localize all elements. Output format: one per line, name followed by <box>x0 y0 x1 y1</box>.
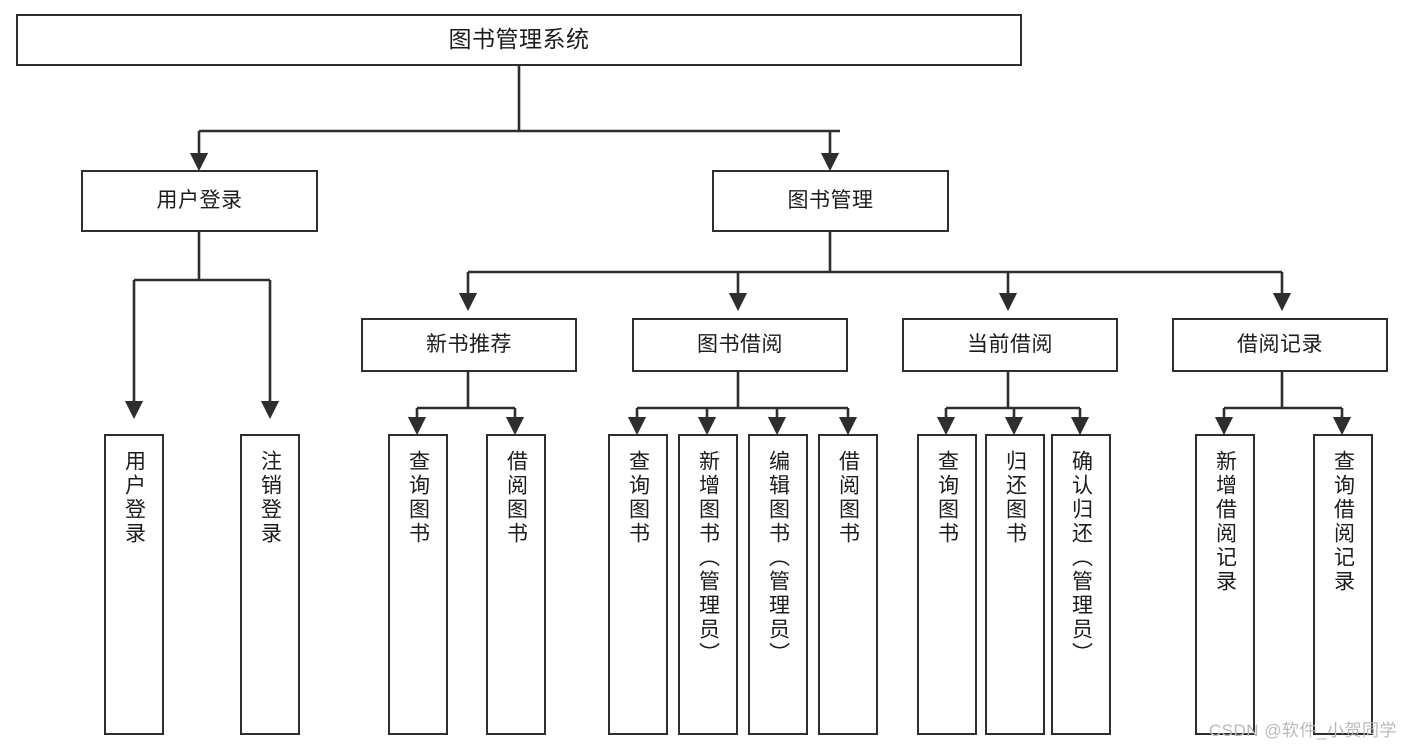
node-leaf-query-book-2-label: 查询图书 <box>626 450 650 546</box>
node-leaf-add-record-label: 新增借阅记录 <box>1213 450 1237 594</box>
node-user-login[interactable]: 用户登录 <box>81 170 318 232</box>
node-current-borrow-label: 当前借阅 <box>967 332 1053 356</box>
node-leaf-confirm-return-label: 确认归还（管理员） <box>1069 450 1093 666</box>
node-leaf-borrow-book-2[interactable]: 借阅图书 <box>818 434 878 735</box>
node-leaf-edit-book[interactable]: 编辑图书（管理员） <box>748 434 808 735</box>
node-current-borrow[interactable]: 当前借阅 <box>902 318 1118 372</box>
node-book-management[interactable]: 图书管理 <box>712 170 949 232</box>
node-leaf-query-book-1[interactable]: 查询图书 <box>388 434 448 735</box>
node-book-borrow[interactable]: 图书借阅 <box>632 318 848 372</box>
node-new-book-recommend-label: 新书推荐 <box>426 332 512 356</box>
node-leaf-add-book[interactable]: 新增图书（管理员） <box>678 434 738 735</box>
node-leaf-user-login-label: 用户登录 <box>122 450 146 546</box>
node-leaf-user-logout-label: 注销登录 <box>258 450 282 546</box>
node-new-book-recommend[interactable]: 新书推荐 <box>361 318 577 372</box>
node-root-label: 图书管理系统 <box>448 26 590 53</box>
node-leaf-user-login[interactable]: 用户登录 <box>104 434 164 735</box>
node-leaf-query-record-label: 查询借阅记录 <box>1331 450 1355 594</box>
node-leaf-edit-book-label: 编辑图书（管理员） <box>766 450 790 666</box>
node-leaf-user-logout[interactable]: 注销登录 <box>240 434 300 735</box>
node-user-login-label: 用户登录 <box>156 188 243 212</box>
node-leaf-confirm-return[interactable]: 确认归还（管理员） <box>1051 434 1111 735</box>
node-borrow-record-label: 借阅记录 <box>1237 332 1323 356</box>
node-book-management-label: 图书管理 <box>787 188 874 212</box>
node-leaf-borrow-book-1[interactable]: 借阅图书 <box>486 434 546 735</box>
node-leaf-query-book-2[interactable]: 查询图书 <box>608 434 668 735</box>
node-book-borrow-label: 图书借阅 <box>697 332 783 356</box>
node-leaf-query-record[interactable]: 查询借阅记录 <box>1313 434 1373 735</box>
node-leaf-add-record[interactable]: 新增借阅记录 <box>1195 434 1255 735</box>
node-leaf-borrow-book-1-label: 借阅图书 <box>504 450 528 546</box>
node-leaf-query-book-3[interactable]: 查询图书 <box>917 434 977 735</box>
node-leaf-return-book-label: 归还图书 <box>1003 450 1027 546</box>
node-leaf-add-book-label: 新增图书（管理员） <box>696 450 720 666</box>
node-leaf-return-book[interactable]: 归还图书 <box>985 434 1045 735</box>
node-root[interactable]: 图书管理系统 <box>16 14 1022 66</box>
node-leaf-query-book-3-label: 查询图书 <box>935 450 959 546</box>
node-leaf-query-book-1-label: 查询图书 <box>406 450 430 546</box>
node-borrow-record[interactable]: 借阅记录 <box>1172 318 1388 372</box>
node-leaf-borrow-book-2-label: 借阅图书 <box>836 450 860 546</box>
